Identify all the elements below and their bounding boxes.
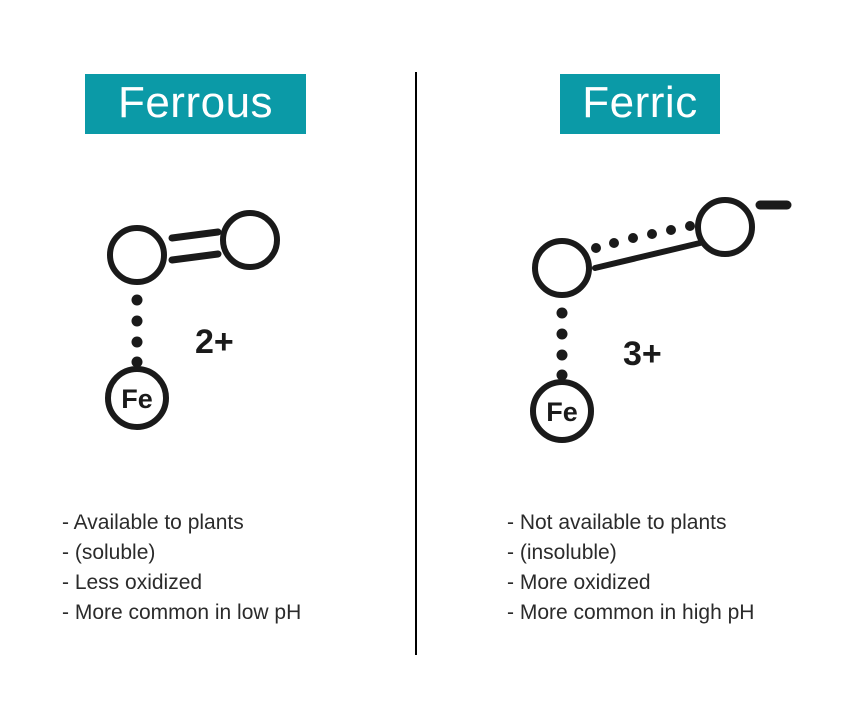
bond-dot (591, 243, 601, 253)
coordination-dot (131, 294, 143, 306)
list-item: - Available to plants (62, 511, 244, 534)
double-bond-line-lower (168, 250, 222, 264)
title-text-ferrous: Ferrous (117, 77, 274, 127)
oxygen-circle-left (107, 225, 167, 285)
title-banner-ferrous: Ferrous (85, 74, 306, 134)
title-banner-ferric: Ferric (560, 74, 720, 134)
list-item: - Less oxidized (62, 571, 203, 594)
oxygen-circle-right (695, 197, 755, 257)
ferrous-svg: Fe 2+ (105, 210, 280, 430)
bullet-list-ferrous: - Available to plants - (soluble) - Less… (62, 508, 301, 628)
iron-circle (105, 366, 169, 430)
list-item: - More oxidized (507, 571, 651, 594)
coordination-dot (131, 315, 143, 327)
bond-dot (685, 221, 695, 231)
coordination-dot (556, 328, 568, 340)
coordination-dot (131, 356, 143, 368)
title-text-ferric: Ferric (582, 77, 698, 127)
bullet-list-ferric: - Not available to plants - (insoluble) … (507, 508, 754, 628)
bond-dot (666, 225, 676, 235)
coordination-dot (556, 369, 568, 381)
coordination-dot (556, 307, 568, 319)
ferric-svg: Fe 3+ (530, 197, 792, 443)
iron-circle (530, 379, 594, 443)
coordination-dot (131, 336, 143, 348)
oxygen-circle-left (532, 238, 592, 298)
double-bond-line-upper (168, 228, 222, 242)
list-item: - Not available to plants (507, 511, 727, 534)
charge-label-ferric: 3+ (623, 335, 662, 373)
list-item: - (soluble) (62, 541, 156, 564)
coordination-dot (556, 349, 568, 361)
charge-label-ferrous: 2+ (195, 323, 234, 361)
molecule-diagram-ferrous: Fe 2+ (90, 190, 320, 445)
list-item: - More common in low pH (62, 601, 302, 624)
single-bond-line (592, 240, 703, 271)
bond-dot (609, 238, 619, 248)
bond-dot (628, 233, 638, 243)
molecule-diagram-ferric: Fe 3+ (515, 185, 815, 450)
bond-dot (647, 229, 657, 239)
oxygen-circle-right (220, 210, 280, 270)
list-item: - More common in high pH (507, 601, 755, 624)
iron-label: Fe (546, 397, 578, 427)
list-item: - (insoluble) (507, 541, 617, 564)
iron-label: Fe (121, 384, 153, 414)
vertical-divider (415, 72, 417, 655)
